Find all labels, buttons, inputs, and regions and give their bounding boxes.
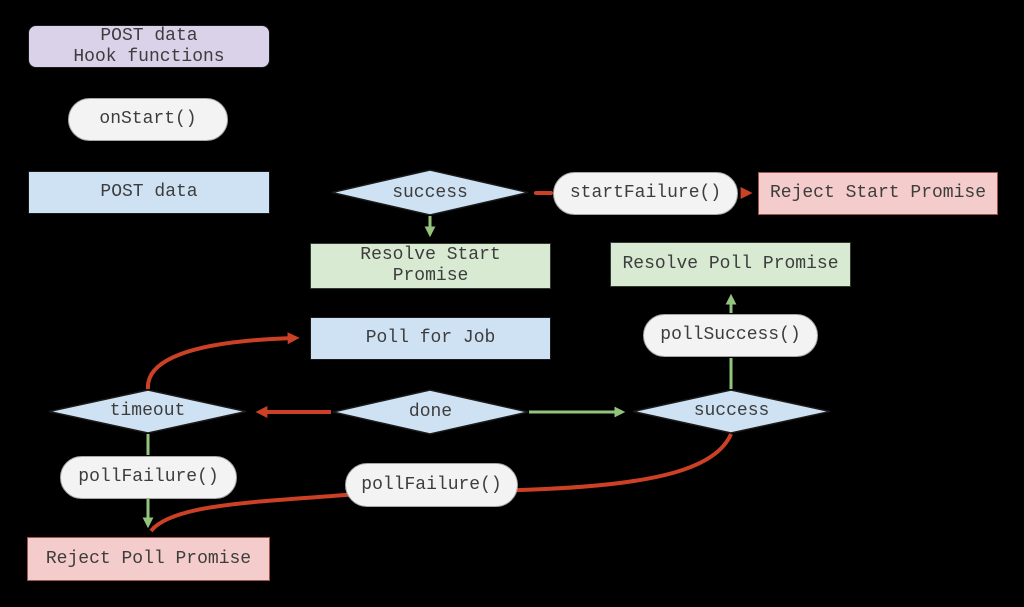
- diamond-start-success: [331, 169, 529, 216]
- node-resolve-poll-promise: Resolve Poll Promise: [610, 242, 851, 287]
- edge-timeout-to-poll-for-job: [145, 332, 300, 390]
- diamond-done: [332, 389, 529, 435]
- node-resolve-start-promise: Resolve Start Promise: [310, 243, 551, 289]
- node-pollfailure-timeout: pollFailure(): [60, 456, 237, 499]
- node-post-data: POST data: [28, 171, 270, 214]
- node-startfailure: startFailure(): [553, 172, 738, 215]
- node-reject-start-promise: Reject Start Promise: [758, 172, 998, 215]
- node-reject-poll-promise: Reject Poll Promise: [27, 537, 270, 581]
- node-poll-for-job: Poll for Job: [310, 317, 551, 360]
- node-pollsuccess: pollSuccess(): [643, 314, 818, 357]
- node-pollfailure: pollFailure(): [345, 463, 518, 507]
- diamond-poll-success: [632, 389, 831, 434]
- diamond-timeout: [48, 389, 247, 434]
- node-hook-functions: POST data Hook functions: [28, 25, 270, 68]
- node-onstart: onStart(): [68, 98, 228, 141]
